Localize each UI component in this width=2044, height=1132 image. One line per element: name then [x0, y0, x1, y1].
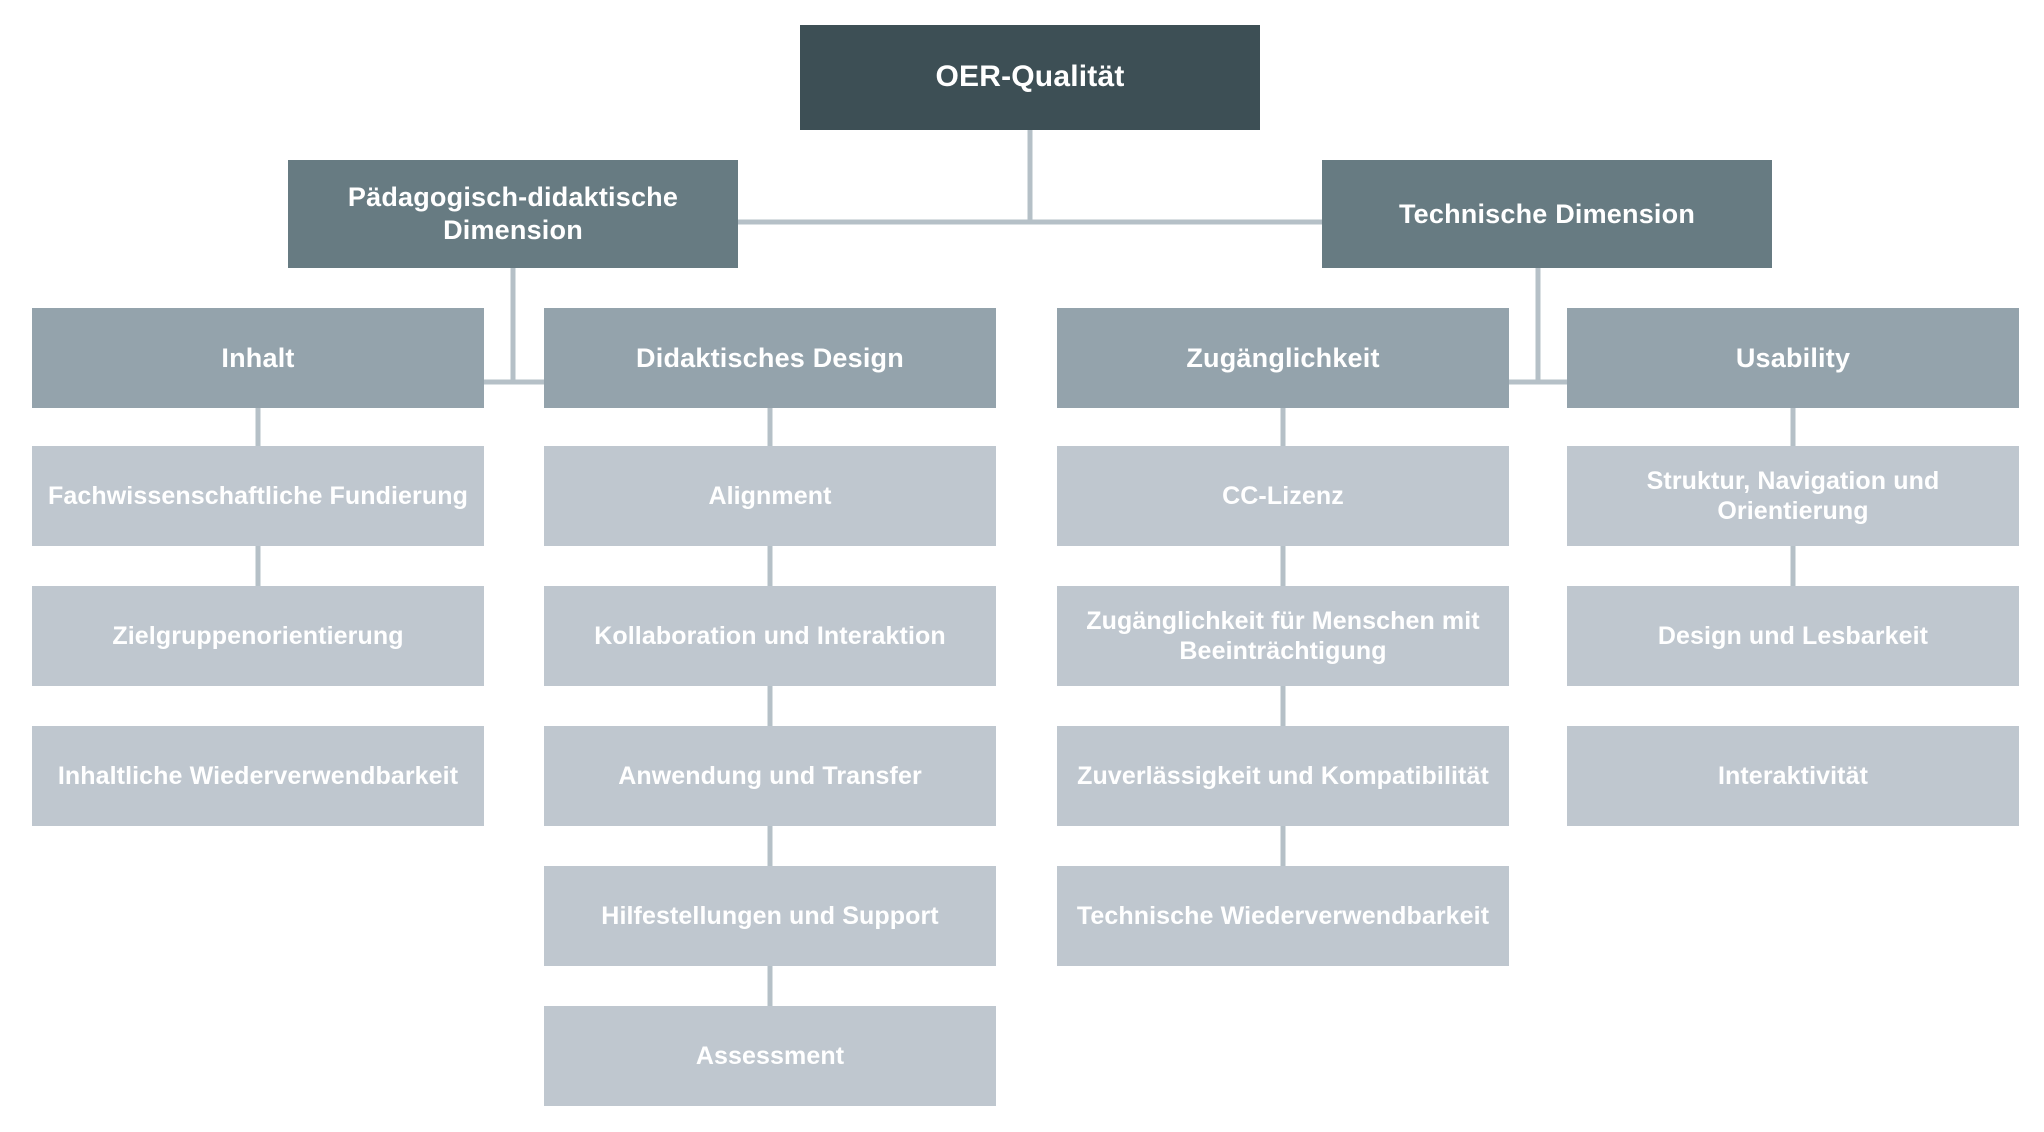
node-leaf-inhaltliche-wiederverwendbarkeit[interactable]: Inhaltliche Wiederverwendbarkeit: [32, 726, 484, 826]
node-category-usability-label: Usability: [1735, 342, 1851, 373]
node-leaf-design-und-lesbarkeit[interactable]: Design und Lesbarkeit: [1567, 586, 2019, 686]
node-leaf-label: Alignment: [708, 481, 832, 510]
node-leaf-zielgruppenorientierung[interactable]: Zielgruppenorientierung: [32, 586, 484, 686]
node-category-zugaenglichkeit-label: Zugänglichkeit: [1186, 342, 1380, 373]
node-category-didaktisches-design-label: Didaktisches Design: [636, 342, 904, 373]
node-leaf-label: Zugänglichkeit für Menschen mit Beeinträ…: [1086, 606, 1480, 666]
node-leaf-label: Inhaltliche Wiederverwendbarkeit: [57, 761, 459, 790]
node-leaf-label: Struktur, Navigation und Orientierung: [1646, 466, 1940, 526]
node-leaf-anwendung-und-transfer[interactable]: Anwendung und Transfer: [544, 726, 996, 826]
node-category-inhalt-label: Inhalt: [221, 342, 295, 373]
node-leaf-zuverlaessigkeit-und-kompatibilitaet[interactable]: Zuverlässigkeit und Kompatibilität: [1057, 726, 1509, 826]
node-leaf-struktur-navigation-und-orientierung[interactable]: Struktur, Navigation und Orientierung: [1567, 446, 2019, 546]
node-leaf-technische-wiederverwendbarkeit[interactable]: Technische Wiederverwendbarkeit: [1057, 866, 1509, 966]
node-leaf-label: Anwendung und Transfer: [618, 761, 922, 790]
node-leaf-interaktivitaet[interactable]: Interaktivität: [1567, 726, 2019, 826]
node-root[interactable]: OER-Qualität: [800, 25, 1260, 130]
node-leaf-label: Assessment: [695, 1041, 845, 1070]
node-leaf-zugaenglichkeit-fuer-menschen-mit-beeintraechtigung[interactable]: Zugänglichkeit für Menschen mit Beeinträ…: [1057, 586, 1509, 686]
node-leaf-fachwissenschaftliche-fundierung[interactable]: Fachwissenschaftliche Fundierung: [32, 446, 484, 546]
node-leaf-label: Interaktivität: [1717, 761, 1869, 790]
node-category-inhalt[interactable]: Inhalt: [32, 308, 484, 408]
node-category-zugaenglichkeit[interactable]: Zugänglichkeit: [1057, 308, 1509, 408]
node-leaf-label: CC-Lizenz: [1222, 481, 1344, 510]
node-category-didaktisches-design[interactable]: Didaktisches Design: [544, 308, 996, 408]
node-dimension-technical[interactable]: Technische Dimension: [1322, 160, 1772, 268]
node-root-label: OER-Qualität: [935, 60, 1125, 94]
node-leaf-label: Technische Wiederverwendbarkeit: [1076, 901, 1490, 930]
node-dimension-pedagogical-label: Pädagogisch-didaktische Dimension: [347, 182, 679, 245]
node-leaf-label: Kollaboration und Interaktion: [594, 621, 946, 650]
node-dimension-pedagogical[interactable]: Pädagogisch-didaktische Dimension: [288, 160, 738, 268]
node-leaf-cc-lizenz[interactable]: CC-Lizenz: [1057, 446, 1509, 546]
node-leaf-assessment[interactable]: Assessment: [544, 1006, 996, 1106]
node-leaf-alignment[interactable]: Alignment: [544, 446, 996, 546]
node-leaf-label: Zielgruppenorientierung: [112, 621, 404, 650]
node-dimension-technical-label: Technische Dimension: [1398, 198, 1696, 229]
node-category-usability[interactable]: Usability: [1567, 308, 2019, 408]
node-leaf-label: Zuverlässigkeit und Kompatibilität: [1077, 761, 1489, 790]
node-leaf-kollaboration-und-interaktion[interactable]: Kollaboration und Interaktion: [544, 586, 996, 686]
node-leaf-label: Fachwissenschaftliche Fundierung: [48, 481, 468, 510]
node-leaf-label: Design und Lesbarkeit: [1657, 621, 1929, 650]
node-leaf-hilfestellungen-und-support[interactable]: Hilfestellungen und Support: [544, 866, 996, 966]
node-leaf-label: Hilfestellungen und Support: [601, 901, 939, 930]
